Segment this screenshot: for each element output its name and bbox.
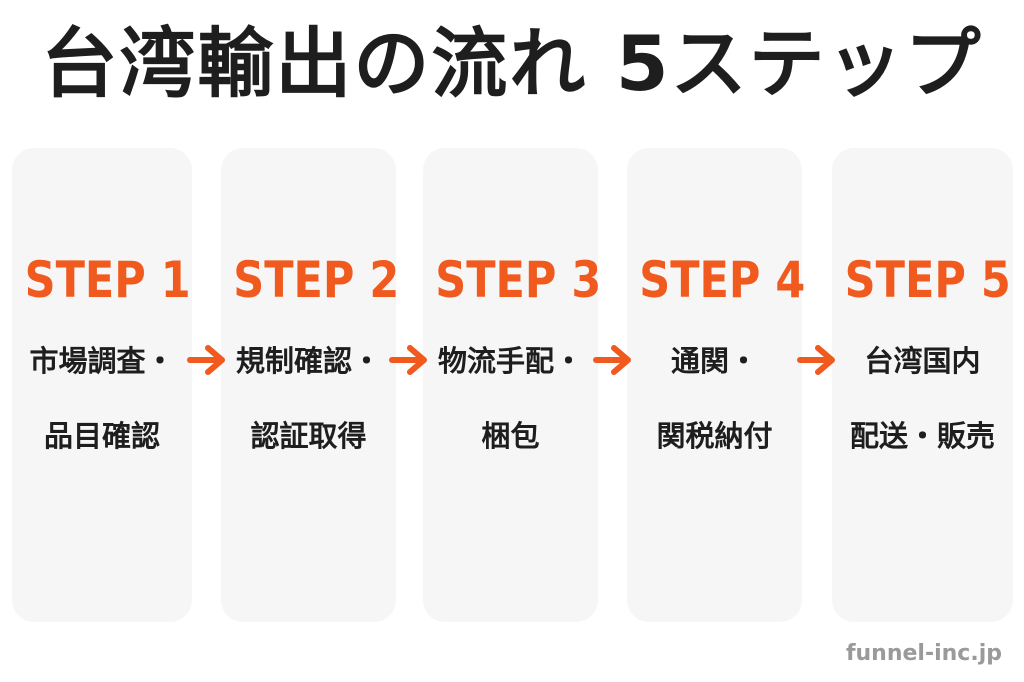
arrow-right-icon	[593, 343, 633, 377]
arrow-right-icon	[187, 343, 227, 377]
step-card-5: STEP 5 台湾国内 配送・販売	[832, 148, 1013, 622]
step-label: STEP 2	[233, 251, 400, 309]
arrow-right-icon	[389, 343, 429, 377]
page-title: 台湾輸出の流れ 5ステップ	[41, 19, 983, 108]
step-text-line-1: 規制確認・	[235, 344, 381, 378]
step-label: STEP 5	[844, 251, 1011, 309]
step-text-line-2: 関税納付	[656, 419, 773, 453]
site-watermark: funnel-inc.jp	[845, 641, 1002, 666]
step-text-line-1: 台湾国内	[864, 344, 981, 378]
step-card-1: STEP 1 市場調査・ 品目確認	[12, 148, 192, 622]
step-text-line-1: 通関・	[670, 344, 758, 378]
step-text-line-1: 市場調査・	[29, 344, 175, 378]
step-card-4: STEP 4 通関・ 関税納付	[627, 148, 806, 622]
arrow-right-icon	[797, 343, 837, 377]
step-text-line-2: 品目確認	[43, 419, 160, 453]
step-label: STEP 3	[435, 251, 602, 309]
step-card-2: STEP 2 規制確認・ 認証取得	[221, 148, 400, 622]
step-text-line-1: 物流手配・	[437, 344, 583, 378]
step-text-line-2: 配送・販売	[849, 419, 995, 453]
step-label: STEP 1	[24, 251, 191, 309]
step-label: STEP 4	[639, 251, 806, 309]
step-card-3: STEP 3 物流手配・ 梱包	[423, 148, 602, 622]
step-text-line-2: 梱包	[481, 419, 540, 453]
step-text-line-2: 認証取得	[250, 419, 367, 453]
